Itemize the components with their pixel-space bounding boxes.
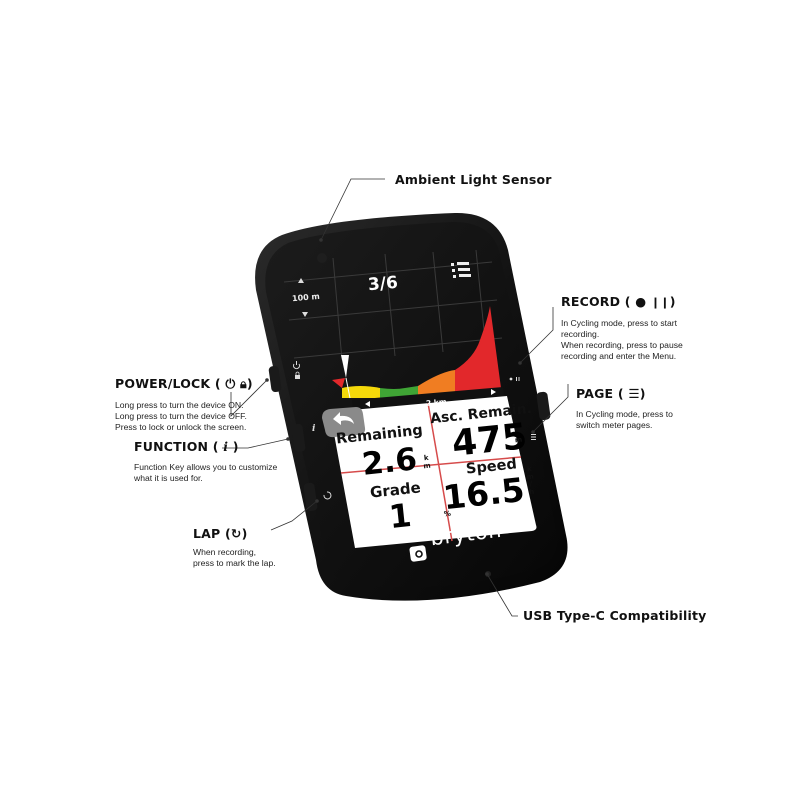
lock-icon: 🔒︎: [240, 376, 247, 391]
scroll-left-icon[interactable]: [365, 401, 370, 407]
callout-title: RECORD ( ● ❙❙): [561, 294, 676, 309]
scroll-right-icon[interactable]: [491, 389, 496, 395]
info-icon: i: [312, 424, 316, 434]
record-pause-icon: [509, 377, 520, 381]
power-icon: [293, 361, 300, 370]
info-icon: i: [223, 439, 229, 454]
callout-title: PAGE ( ☰): [576, 386, 646, 401]
list-menu-icon[interactable]: [451, 262, 471, 278]
zoom-up-icon[interactable]: [298, 278, 304, 283]
distance-label: 2 km: [425, 397, 447, 408]
field-value: 2.6: [360, 441, 419, 483]
power-lock-button[interactable]: [268, 365, 282, 393]
callout-record: RECORD ( ● ❙❙) In Cycling mode, press to…: [561, 294, 683, 362]
callout-usb: USB Type-C Compatibility: [523, 608, 707, 623]
data-panel: [330, 396, 537, 548]
usb-port: [485, 571, 491, 577]
position-marker-icon: [341, 355, 349, 378]
hamburger-icon: [531, 434, 536, 440]
lock-icon: [295, 371, 300, 379]
callout-description: When recording,press to mark the lap.: [193, 547, 276, 568]
page-indicator: 3/6: [367, 272, 399, 296]
distance-bar: [352, 387, 504, 410]
lap-icon: ↻: [230, 526, 242, 541]
callout-lap: LAP (↻) When recording,press to mark the…: [193, 526, 276, 569]
field-value: 1: [387, 495, 414, 537]
callout-title: LAP (↻): [193, 526, 248, 541]
callout-title: USB Type-C Compatibility: [523, 608, 707, 623]
pause-icon: ❙❙: [650, 296, 670, 309]
power-icon: ⏻: [225, 376, 236, 391]
callout-power-lock: POWER/LOCK ( ⏻ 🔒︎) Long press to turn th…: [115, 376, 253, 433]
lap-icon: [323, 491, 332, 500]
back-arrow-icon[interactable]: [322, 407, 366, 438]
panel-dividers: [340, 402, 522, 542]
callout-title: POWER/LOCK ( ⏻ 🔒︎): [115, 376, 253, 391]
zoom-down-icon[interactable]: [302, 312, 308, 317]
climb-profile: [332, 306, 501, 399]
record-icon: ●: [635, 294, 647, 309]
callout-description: Long press to turn the device ON.Long pr…: [115, 400, 247, 432]
field-unit: m: [514, 435, 523, 445]
touch-grid: [283, 249, 503, 361]
ambient-light-sensor: [317, 253, 327, 263]
callout-title: Ambient Light Sensor: [395, 172, 552, 187]
function-button[interactable]: [291, 423, 306, 453]
callout-function: FUNCTION ( i ) Function Key allows you t…: [134, 439, 277, 484]
bryton-logo-icon: [409, 545, 427, 562]
callout-ambient-light-sensor: Ambient Light Sensor: [395, 172, 552, 187]
hamburger-icon: ☰: [628, 386, 640, 401]
callout-title: FUNCTION ( i ): [134, 439, 239, 454]
